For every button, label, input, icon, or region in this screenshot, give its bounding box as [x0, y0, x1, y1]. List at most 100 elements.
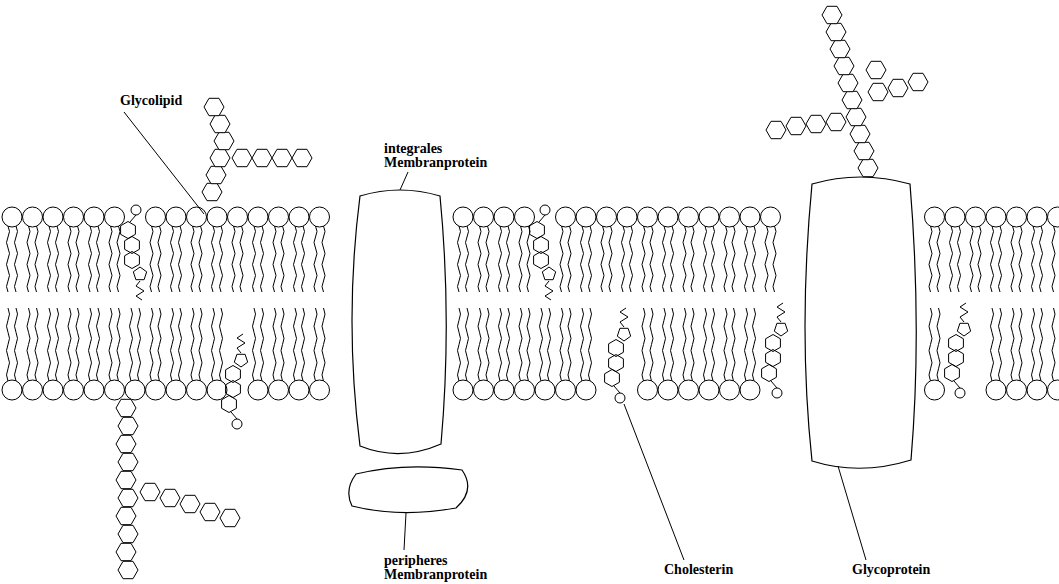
lipid-head	[699, 207, 719, 227]
bond	[130, 215, 136, 222]
lipid-tail	[35, 308, 38, 381]
lipid-head	[228, 207, 248, 227]
lipid-tail	[232, 226, 235, 292]
lipid-tail	[753, 226, 756, 292]
ring	[530, 222, 545, 239]
lipid-tail	[507, 308, 510, 381]
cholesterol	[945, 303, 971, 398]
lipid-tail	[212, 226, 215, 292]
lipid-head	[1027, 207, 1047, 227]
sugar-ring	[786, 117, 806, 134]
lipid-tail	[314, 226, 317, 292]
leader-lines	[124, 112, 866, 560]
lipid-tail	[97, 308, 100, 381]
lipid-tail	[117, 226, 120, 292]
lipid-tail	[7, 226, 10, 292]
sugar-chains	[116, 6, 928, 578]
lipid-tail	[478, 226, 481, 292]
cholesterol-head	[615, 393, 625, 403]
label-glycolipid: Glycolipid	[120, 94, 182, 108]
lipid-head	[474, 207, 494, 227]
lipid-tail	[253, 226, 256, 292]
lipid-tail	[1011, 308, 1014, 381]
sugar-ring	[116, 507, 136, 524]
lipid-tail	[589, 308, 592, 381]
lipid-tail	[27, 308, 30, 381]
peripheral-protein	[349, 467, 468, 513]
ring	[617, 328, 630, 341]
sugar-ring	[118, 453, 138, 470]
ring	[762, 365, 777, 382]
sugar-ring	[118, 561, 138, 578]
lipid-tail	[929, 226, 932, 292]
ring	[609, 340, 624, 357]
side-chain	[136, 281, 144, 300]
lipid-head	[23, 380, 43, 400]
leader-line	[400, 172, 408, 190]
lipid-tail	[691, 308, 694, 381]
sugar-ring	[252, 149, 272, 166]
sugar-ring	[842, 91, 862, 108]
lipid-head	[679, 380, 699, 400]
lipid-tail	[560, 308, 563, 381]
lipid-tail	[171, 226, 174, 292]
lipid-head	[453, 380, 473, 400]
sugar-ring	[204, 98, 224, 115]
lipid-head	[64, 207, 84, 227]
lipid-tail	[7, 308, 10, 381]
side-chain	[777, 303, 785, 322]
lipid-tail	[240, 226, 243, 292]
lipid-tail	[150, 226, 153, 292]
sugar-ring	[116, 435, 136, 452]
lipid-tail	[991, 226, 994, 292]
sugar-ring	[116, 543, 136, 560]
ring	[226, 366, 241, 383]
lipid-tail	[704, 226, 707, 292]
lipid-tail	[56, 308, 59, 381]
sugar-ring	[118, 525, 138, 542]
lipid-tail	[191, 226, 194, 292]
lipid-tail	[630, 226, 633, 292]
lipid-tail	[1011, 226, 1014, 292]
lipid-tail	[478, 308, 481, 381]
lipid-head	[64, 380, 84, 400]
lipid-tail	[27, 226, 30, 292]
lipid-tail	[765, 226, 768, 292]
lipid-head	[986, 207, 1006, 227]
lipid-tail	[1040, 226, 1043, 292]
lipid-tail	[273, 308, 276, 381]
cholesterol	[121, 205, 147, 300]
lipid-tail	[642, 226, 645, 292]
sugar-ring	[850, 125, 870, 142]
cholesterol	[222, 334, 248, 429]
lipid-tail	[261, 308, 264, 381]
lipid-tail	[499, 226, 502, 292]
ring	[766, 335, 781, 352]
lipid-tail	[958, 226, 961, 292]
lipid-head	[1048, 380, 1059, 400]
lipid-tail	[253, 308, 256, 381]
lipid-tail	[712, 226, 715, 292]
lipid-head	[2, 380, 22, 400]
sugar-ring	[118, 489, 138, 506]
lipid-head	[1007, 207, 1027, 227]
lipid-tail	[568, 226, 571, 292]
sugar-ring	[116, 471, 136, 488]
lipid-head	[166, 207, 186, 227]
ring	[774, 323, 787, 336]
side-chain	[237, 334, 245, 353]
lipid-tail	[650, 308, 653, 381]
lipid-head	[679, 207, 699, 227]
leader-line	[404, 513, 406, 550]
lipid-head	[269, 380, 289, 400]
lipid-head	[43, 380, 63, 400]
lipid-tail	[950, 226, 953, 292]
lipid-tail	[486, 308, 489, 381]
lipid-tail	[999, 308, 1002, 381]
lipid-tail	[519, 308, 522, 381]
lipid-tail	[150, 308, 153, 381]
label-integral-protein: integrales Membranprotein	[384, 142, 509, 170]
lipid-tail	[1052, 226, 1055, 292]
sugar-ring	[858, 159, 878, 176]
ring	[133, 267, 146, 280]
